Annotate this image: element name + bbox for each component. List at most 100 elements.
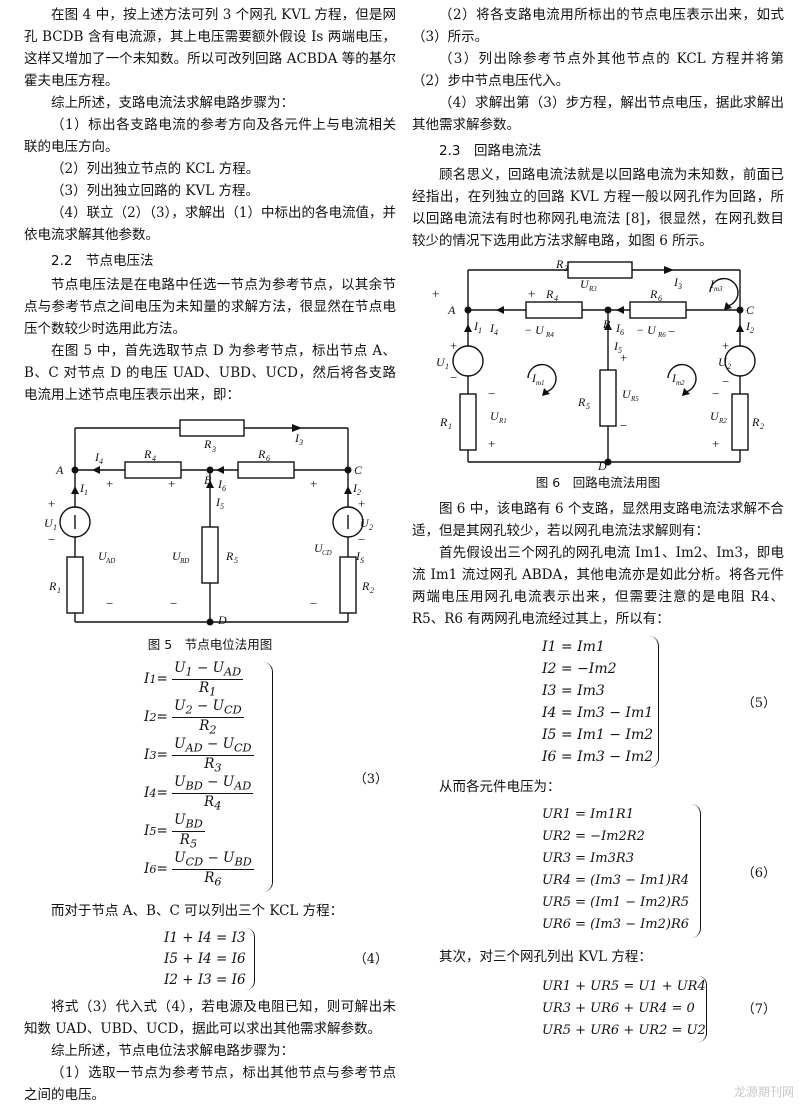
svg-text:R: R <box>143 447 152 461</box>
svg-text:R: R <box>649 287 658 301</box>
paragraph: 节点电压法是在电路中任选一节点为参考节点，以其余节点与参考节点之间电压为未知量的… <box>24 277 396 337</box>
svg-text:I: I <box>671 371 677 385</box>
svg-text:I: I <box>673 275 679 289</box>
svg-text:I: I <box>294 431 300 445</box>
svg-text:R: R <box>751 415 760 429</box>
svg-text:I: I <box>489 321 495 335</box>
svg-text:−: − <box>620 418 627 433</box>
svg-text:R5: R5 <box>630 395 639 403</box>
equation-line: UR3 + UR6 + UR4 = 0 <box>542 1001 695 1016</box>
equation-line: I5 = Im1 − Im2 <box>542 727 654 743</box>
svg-text:R1: R1 <box>498 417 507 425</box>
equation-line: UR6 = (Im3 − Im2)R6 <box>542 917 689 932</box>
svg-text:U: U <box>622 387 632 401</box>
step-item: （4）联立（2）（3），求解出（1）中标出的各电流值，并依电流求解其他参数。 <box>24 205 396 243</box>
equation-line: UR1 = Im1R1 <box>542 807 634 822</box>
step-item: （1）选取一节点为参考节点，标出其他节点与参考节点之间的电压。 <box>24 1065 396 1103</box>
paragraph: 将式（3）代入式（4），若电源及电阻已知，则可解出未知数 UAD、UBD、UCD… <box>24 999 396 1037</box>
step-item: （2）将各支路电流用所标出的节点电压表示出来，如式（3）所示。 <box>412 7 784 45</box>
watermark: 龙源期刊网 <box>733 1085 794 1099</box>
svg-text:B: B <box>204 473 212 487</box>
svg-text:R: R <box>439 415 448 429</box>
step-item: （3）列出除参考节点外其他节点的 KCL 方程并将第（2）步中节点电压代入。 <box>412 51 784 89</box>
equation-line: UR2 = −Im2R2 <box>542 829 645 844</box>
svg-text:−: − <box>106 596 113 611</box>
figure-caption: 图 6 回路电流法用图 <box>535 475 661 490</box>
step-item: （3）列出独立回路的 KVL 方程。 <box>51 183 259 199</box>
svg-text:−: − <box>722 374 729 389</box>
section-heading: 2.2 节点电压法 <box>51 253 154 269</box>
svg-text:R: R <box>257 447 266 461</box>
paragraph: 首先假设出三个网孔的网孔电流 Im1、Im2、Im3，即电流 Im1 流过网孔 … <box>412 545 784 627</box>
svg-text:+: + <box>528 286 535 301</box>
svg-text:5: 5 <box>220 502 224 511</box>
paragraph: 在图 4 中，按上述方法可列 3 个网孔 KVL 方程，但是网孔 BCDB 含有… <box>24 7 396 89</box>
svg-text:U: U <box>172 549 182 563</box>
svg-text:2: 2 <box>727 362 731 371</box>
svg-text:CD: CD <box>322 549 332 557</box>
svg-text:5: 5 <box>586 402 590 411</box>
equation-number: （5） <box>741 696 776 711</box>
svg-text:− U: − U <box>636 323 657 337</box>
equation-number: （3） <box>353 772 388 787</box>
svg-text:4: 4 <box>152 454 156 463</box>
paragraph: 图 6 中，该电路有 6 个支路，显然用支路电流法求解不合适，但是其网孔较少，若… <box>412 501 784 539</box>
svg-text:I: I <box>352 481 358 495</box>
svg-text:B: B <box>603 317 611 331</box>
equation-line: I2 + I3 = I6 <box>164 972 246 988</box>
svg-text:I: I <box>613 339 619 353</box>
svg-text:+: + <box>620 350 627 365</box>
svg-text:+: + <box>450 338 457 353</box>
svg-text:+: + <box>168 476 175 491</box>
svg-text:U: U <box>360 516 370 530</box>
svg-text:4: 4 <box>554 294 558 303</box>
equation-line: I2 = −Im2 <box>542 661 617 677</box>
equation-number: （7） <box>741 1002 776 1017</box>
svg-text:−: − <box>450 370 457 385</box>
svg-text:−: − <box>668 324 675 339</box>
svg-text:U: U <box>314 541 324 555</box>
equation-line: UR3 = Im3R3 <box>542 851 634 866</box>
svg-text:−: − <box>712 386 719 401</box>
paragraph: 在图 5 中，首先选取节点 D 为参考节点，标出节点 A、B、C 对节点 D 的… <box>24 343 396 403</box>
svg-text:R: R <box>545 287 554 301</box>
svg-text:+: + <box>488 436 495 451</box>
svg-text:−: − <box>48 532 55 547</box>
svg-text:6: 6 <box>658 294 662 303</box>
paragraph: 综上所述，节点电位法求解电路步骤为： <box>51 1043 294 1059</box>
equation-line: UR4 = (Im3 − Im1)R4 <box>542 873 689 888</box>
svg-text:2: 2 <box>370 586 374 595</box>
svg-text:6: 6 <box>620 328 624 337</box>
svg-text:R: R <box>361 579 370 593</box>
equation-number: （4） <box>353 952 388 967</box>
svg-text:D: D <box>597 459 607 472</box>
svg-text:−: − <box>358 532 365 547</box>
paragraph: 其次，对三个网孔列出 KVL 方程： <box>439 949 652 965</box>
equation-line: I6 = Im3 − Im2 <box>542 749 654 765</box>
paragraph: 综上所述，支路电流法求解电路步骤为： <box>51 95 294 111</box>
svg-text:2: 2 <box>760 422 764 431</box>
svg-text:3: 3 <box>563 264 568 273</box>
svg-text:I: I <box>355 549 361 563</box>
svg-text:−: − <box>170 596 177 611</box>
svg-text:I: I <box>473 319 479 333</box>
svg-text:2: 2 <box>750 326 754 335</box>
svg-text:5: 5 <box>618 346 622 355</box>
svg-text:1: 1 <box>445 362 449 371</box>
svg-text:R4: R4 <box>545 331 554 339</box>
svg-text:A: A <box>447 303 456 317</box>
svg-text:+: + <box>432 286 439 301</box>
equation-line: I1 = Im1 <box>542 639 605 655</box>
svg-text:+: + <box>712 436 719 451</box>
equation-line: I4 = Im3 − Im1 <box>542 705 654 721</box>
svg-text:2: 2 <box>369 523 373 532</box>
equation-6: UR1 = Im1R1 UR2 = −Im2R2 UR3 = Im3R3 UR4… <box>412 802 784 942</box>
step-item: （1）标出各支路电流的参考方向及各元件上与电流相关联的电压方向。 <box>24 117 396 155</box>
equation-line: UR1 + UR5 = U1 + UR4 <box>542 979 706 994</box>
svg-text:1: 1 <box>53 523 57 532</box>
paragraph: 而对于节点 A、B、C 可以列出三个 KCL 方程： <box>51 903 344 919</box>
svg-text:C: C <box>746 303 755 317</box>
svg-text:U: U <box>490 409 500 423</box>
